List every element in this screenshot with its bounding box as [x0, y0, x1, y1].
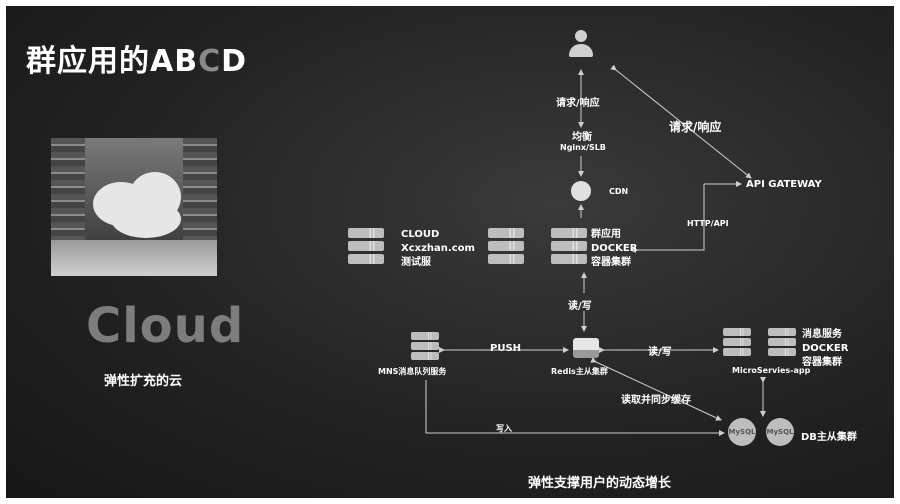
read-write-mid: 读/写 — [568, 301, 592, 312]
server-icon — [348, 228, 384, 268]
app-cluster-line: 群应用 — [591, 229, 621, 240]
message-service-label: 消息服务 DOCKER 容器集群 — [802, 328, 848, 370]
message-service-line: DOCKER — [802, 343, 849, 354]
floor — [51, 240, 217, 276]
test-server-line: CLOUD — [401, 229, 440, 240]
app-cluster-line: DOCKER — [591, 243, 638, 254]
push-label: PUSH — [490, 343, 522, 354]
message-service-line: 消息服务 — [802, 329, 842, 340]
balance-label: 均衡 — [572, 132, 592, 143]
title-tail: D — [221, 44, 248, 79]
server-icon — [488, 228, 524, 268]
cloud-heading: Cloud — [86, 298, 245, 354]
cdn-label: CDN — [609, 187, 629, 196]
microservice-label: MicroServies-app — [732, 366, 811, 375]
diagram-connectors — [425, 64, 766, 436]
req-resp-right: 请求/响应 — [669, 120, 722, 134]
sync-cache-label: 读取并同步缓存 — [621, 395, 691, 406]
cloud-puff — [111, 200, 181, 238]
api-gateway-label: API GATEWAY — [746, 179, 822, 190]
message-service-line: 容器集群 — [802, 357, 842, 368]
user-icon — [575, 30, 587, 42]
test-server-label: CLOUD Xcxzhan.com 测试服 — [401, 228, 475, 270]
server-icon — [723, 328, 751, 362]
cloud-download-icon — [571, 181, 591, 201]
server-icon — [551, 228, 587, 268]
read-write-right: 读/写 — [648, 347, 672, 358]
datacenter-cloud-image — [51, 138, 217, 276]
footer-caption: 弹性支撑用户的动态增长 — [528, 476, 672, 491]
app-cluster-line: 容器集群 — [591, 257, 631, 268]
slide: 群应用的ABCD Cloud 弹性扩充的云 — [6, 6, 894, 498]
user-icon-body — [569, 44, 593, 57]
server-icon — [768, 328, 796, 362]
write-in-label: 写入 — [496, 424, 512, 433]
db-cluster-label: DB主从集群 — [801, 432, 857, 443]
mysql-icon: MySQL — [766, 418, 794, 446]
app-cluster-label: 群应用 DOCKER 容器集群 — [591, 228, 637, 270]
req-resp-left: 请求/响应 — [556, 98, 600, 109]
slide-title: 群应用的ABCD — [26, 36, 247, 80]
cloud-subtitle: 弹性扩充的云 — [104, 374, 183, 389]
redis-label: Redis主从集群 — [551, 367, 608, 376]
server-icon — [411, 332, 439, 366]
mns-label: MNS消息队列服务 — [378, 367, 447, 376]
http-api-label: HTTP/API — [687, 219, 729, 228]
balance-sub: Nginx/SLB — [560, 143, 606, 152]
title-main: 群应用的AB — [26, 44, 199, 79]
test-server-line: 测试服 — [401, 257, 431, 268]
test-server-line: Xcxzhan.com — [401, 243, 475, 254]
title-c-letter: C — [198, 44, 222, 79]
redis-icon — [573, 338, 599, 358]
mysql-icon: MySQL — [728, 418, 756, 446]
